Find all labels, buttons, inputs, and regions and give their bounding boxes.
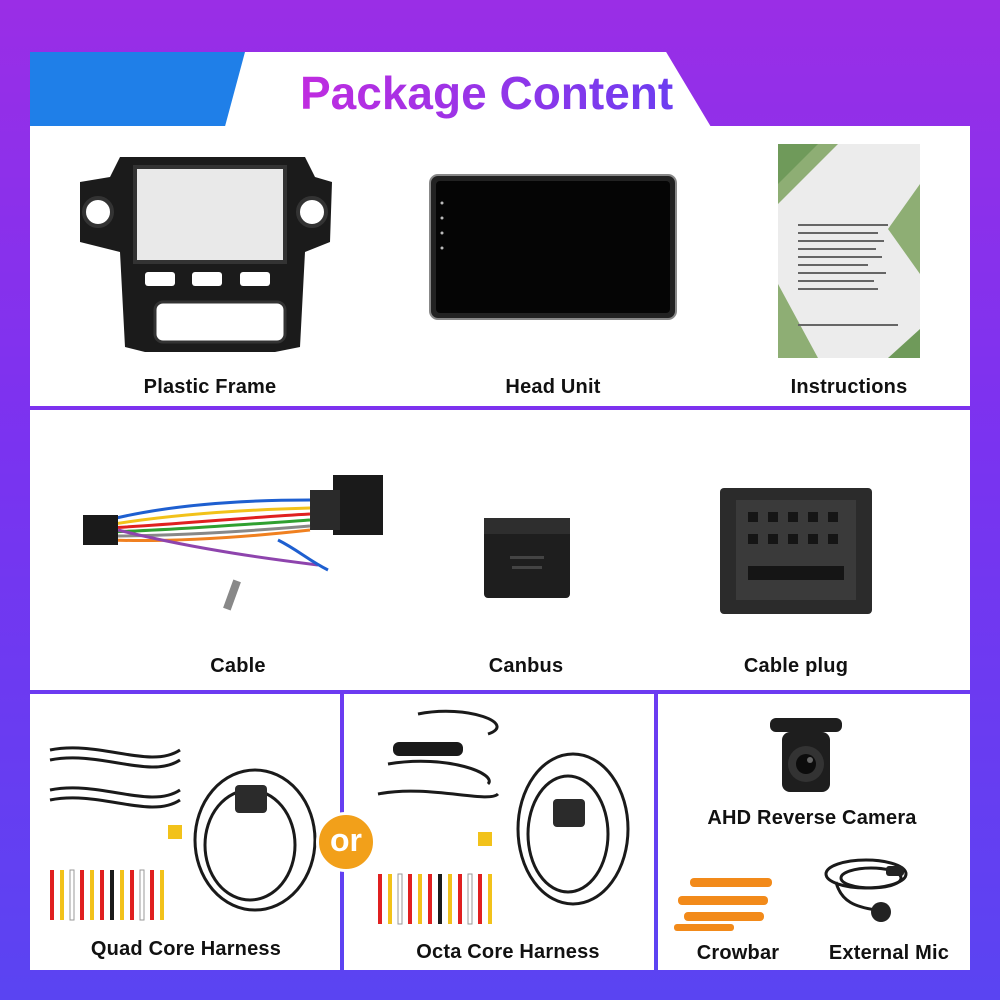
label-ahd-reverse-camera: AHD Reverse Camera <box>707 807 917 829</box>
octa-core-harness-image <box>377 709 630 925</box>
cable-image <box>83 475 383 611</box>
head-unit-image <box>429 174 677 320</box>
label-octa-core-harness: Octa Core Harness <box>416 941 600 963</box>
reverse-camera-image <box>770 718 842 792</box>
or-badge: or <box>316 812 376 872</box>
canbus-image <box>484 518 570 598</box>
title-tab <box>30 52 714 132</box>
label-plastic-frame: Plastic Frame <box>143 376 277 398</box>
label-cable: Cable <box>210 655 266 677</box>
plastic-frame-image <box>80 157 332 352</box>
cell-octa-core <box>344 694 654 970</box>
label-crowbar: Crowbar <box>696 942 780 964</box>
external-mic-image <box>824 858 908 922</box>
quad-core-harness-image <box>49 746 317 921</box>
cable-plug-image <box>720 488 872 614</box>
label-external-mic: External Mic <box>828 942 950 964</box>
title-accent <box>30 52 245 132</box>
label-head-unit: Head Unit <box>505 376 601 398</box>
label-quad-core-harness: Quad Core Harness <box>90 938 282 960</box>
label-canbus: Canbus <box>488 655 564 677</box>
page-title: Package Content <box>300 67 674 119</box>
cell-quad-core <box>30 694 340 970</box>
label-cable-plug: Cable plug <box>743 655 849 677</box>
label-instructions: Instructions <box>790 376 908 398</box>
crowbar-image <box>674 878 772 931</box>
instructions-image <box>778 144 920 358</box>
